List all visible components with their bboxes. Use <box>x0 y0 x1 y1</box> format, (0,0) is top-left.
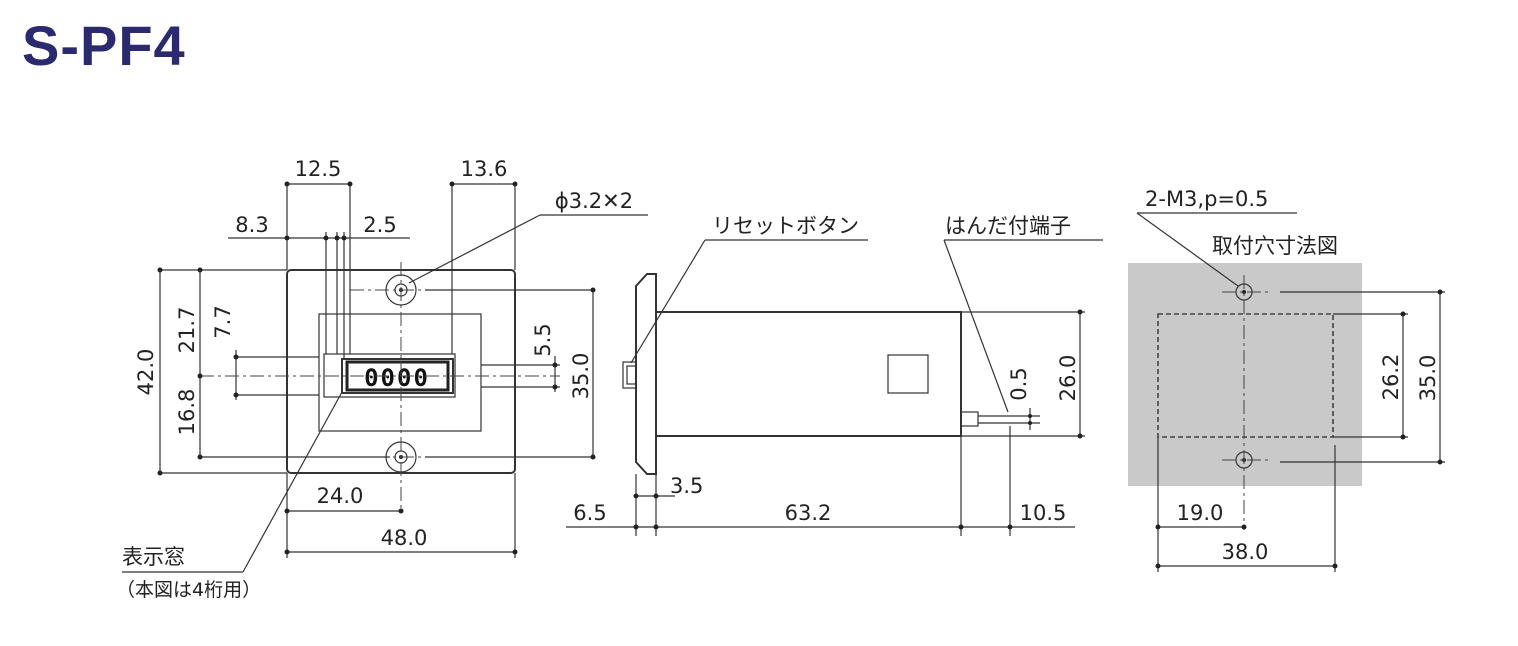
counter-digits: 0000 <box>364 364 430 392</box>
panel-cutout: 2-M3,p=0.5 取付穴寸法図 26.2 35.0 19.0 38.0 <box>1128 187 1445 572</box>
dim-24: 24.0 <box>317 484 364 508</box>
dim-0-5: 0.5 <box>1007 367 1031 400</box>
cutout-rect <box>1157 313 1334 438</box>
side-flange <box>635 273 657 475</box>
dim-48: 48.0 <box>381 526 428 550</box>
dim-12-5: 12.5 <box>295 157 342 181</box>
dim-26-2: 26.2 <box>1379 354 1403 401</box>
dim-38: 38.0 <box>1222 540 1269 564</box>
window-label: 表示窓 <box>122 545 185 569</box>
dim-35-front: 35.0 <box>569 353 593 400</box>
dim-hole: ϕ3.2✕2 <box>555 189 633 213</box>
dim-26: 26.0 <box>1056 355 1080 402</box>
cutout-title: 取付穴寸法図 <box>1212 234 1338 258</box>
page-title: S-PF4 <box>22 14 186 77</box>
front-bezel <box>318 313 482 432</box>
dim-21-7: 21.7 <box>175 307 199 354</box>
side-body <box>655 311 962 437</box>
dim-5-5: 5.5 <box>531 323 555 356</box>
dim-10-5: 10.5 <box>1020 501 1067 525</box>
dim-63-2: 63.2 <box>785 501 832 525</box>
screw-label: 2-M3,p=0.5 <box>1145 187 1268 211</box>
window-note: （本図は4桁用） <box>116 579 261 601</box>
side-view: リセットボタン はんだ付端子 26.0 0.5 3.5 6.5 63.2 10.… <box>566 214 1103 536</box>
terminal-label: はんだ付端子 <box>945 214 1071 238</box>
dim-19: 19.0 <box>1177 501 1224 525</box>
dim-2-5: 2.5 <box>363 213 396 237</box>
dim-7-7: 7.7 <box>211 305 235 338</box>
dim-6-5: 6.5 <box>573 501 606 525</box>
side-label-square <box>887 354 929 394</box>
dim-16-8: 16.8 <box>175 389 199 436</box>
dim-42: 42.0 <box>134 349 158 396</box>
front-view: 0000 12.5 13.6 <box>116 157 648 601</box>
dim-13-6: 13.6 <box>461 157 508 181</box>
dim-8-3: 8.3 <box>235 213 268 237</box>
dim-3-5: 3.5 <box>670 474 703 498</box>
dim-35-cutout: 35.0 <box>1416 355 1440 402</box>
solder-terminal <box>960 411 979 427</box>
reset-label: リセットボタン <box>712 214 859 238</box>
